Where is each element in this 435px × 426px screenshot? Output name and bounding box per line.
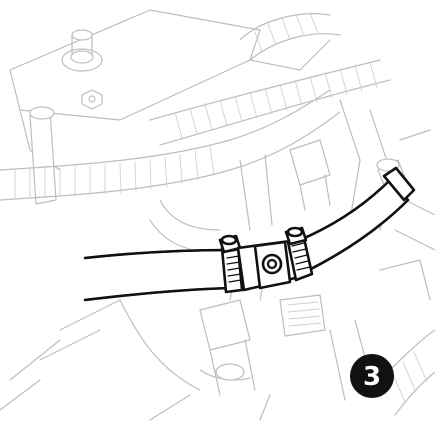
hose-connector — [236, 238, 306, 292]
right-hose-clamp — [284, 226, 314, 282]
engine-bay-background — [0, 9, 435, 421]
hose-assembly — [83, 166, 416, 302]
step-badge-circle — [350, 354, 394, 398]
step-number-badge: 3 — [350, 354, 394, 398]
hose-end-fitting — [382, 166, 416, 202]
left-hose-clamp — [218, 234, 244, 294]
step-badge-number: 3 — [363, 362, 381, 392]
